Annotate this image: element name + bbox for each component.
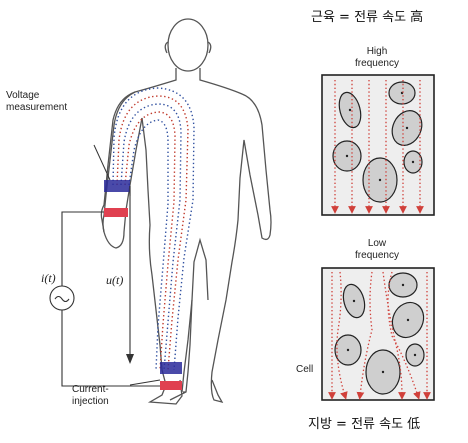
ankle-current-band [160, 381, 182, 390]
high-label-line1: High [366, 46, 388, 57]
voltage-label-line1: Voltage [6, 90, 40, 101]
electrodes [104, 180, 182, 390]
ac-tilde [54, 295, 70, 303]
left-hand [103, 231, 125, 249]
current-flow-paths [112, 87, 195, 371]
current-marker-line [129, 379, 161, 386]
current-label-line1: Current- [72, 384, 109, 395]
circuit-wires [49, 186, 160, 387]
left-leg-outer [147, 224, 183, 405]
voltage-arrowhead [126, 354, 134, 364]
label-low-frequency: Low frequency [348, 238, 406, 262]
high-label-line2: frequency [355, 58, 399, 69]
label-high-frequency: High frequency [348, 46, 406, 70]
high-frequency-box [321, 74, 435, 216]
source-wire [61, 211, 160, 387]
current-label-line2: injection [72, 396, 109, 407]
measured-limbs [102, 91, 193, 405]
left-arm-outer [102, 91, 136, 233]
label-current-injection: Current- injection [72, 384, 109, 408]
low-label-line1: Low [367, 238, 387, 249]
ac-source-symbol [49, 285, 75, 311]
wrist-current-band [104, 208, 128, 217]
label-voltage-measurement: Voltage measurement [6, 90, 67, 114]
label-ut: u(t) [106, 273, 124, 287]
wrist-voltage-band [104, 180, 130, 192]
low-frequency-current-lines [328, 271, 431, 400]
caption-top: 근육 = 전류 속도 高 [311, 10, 424, 25]
low-label-line2: frequency [355, 250, 399, 261]
low-frequency-box [321, 267, 435, 401]
torso-left [141, 117, 151, 226]
label-it: i(t) [41, 271, 56, 285]
body-silhouette [100, 68, 272, 404]
caption-bottom: 지방 = 전류 속도 低 [308, 417, 421, 432]
label-cell: Cell [296, 364, 314, 375]
voltage-marker-line [93, 144, 111, 181]
left-leg-inner [181, 299, 193, 393]
voltage-label-line2: measurement [6, 102, 68, 113]
high-frequency-current-lines [331, 80, 424, 214]
human-body-outline [100, 18, 272, 404]
head [167, 18, 209, 72]
ankle-voltage-band [160, 362, 182, 374]
